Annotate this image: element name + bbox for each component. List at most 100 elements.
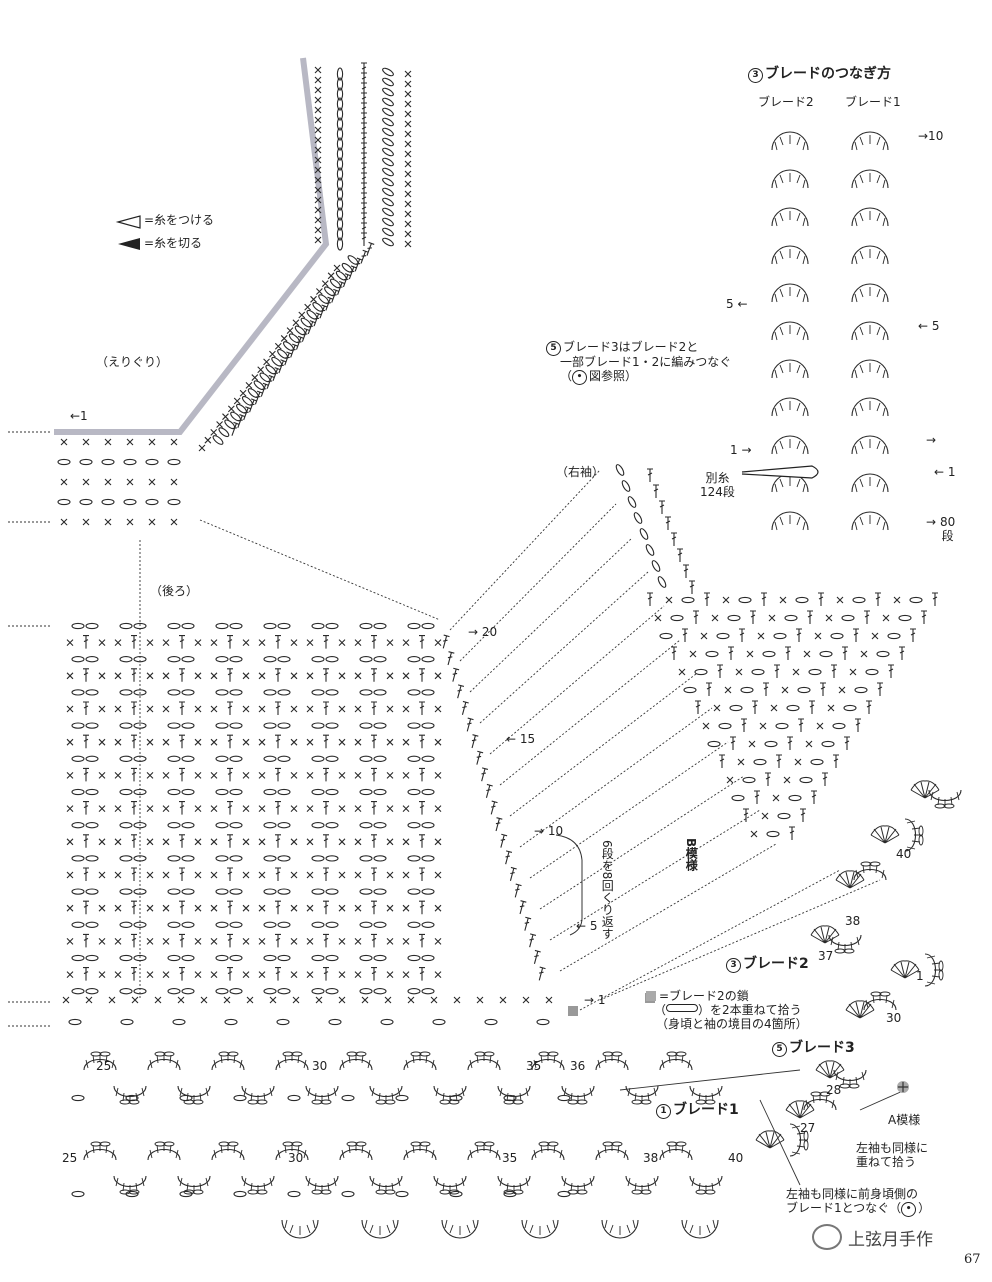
single-crochet — [404, 240, 412, 248]
chain-stitch — [85, 656, 99, 663]
braid2-fan — [771, 435, 809, 455]
sleeve-stitch — [808, 668, 822, 676]
chain-stitch — [277, 755, 291, 762]
single-crochet — [162, 771, 170, 779]
chain-stitch — [71, 1094, 85, 1102]
chain-stitch — [325, 788, 339, 796]
sleeve-stitch — [750, 830, 758, 838]
chain-stitch — [421, 954, 435, 962]
chain-stitch — [421, 822, 435, 829]
braid-motif — [467, 1141, 501, 1161]
chain-stitch — [275, 347, 290, 361]
sleeve-stitch — [716, 632, 730, 640]
single-crochet — [66, 639, 74, 647]
double-crochet — [274, 967, 282, 982]
foundation-sc — [522, 996, 530, 1004]
chain-stitch — [215, 888, 229, 895]
single-crochet — [404, 80, 412, 88]
chain-stitch — [71, 988, 85, 995]
single-crochet — [290, 771, 298, 779]
single-crochet — [233, 397, 241, 405]
chain-stitch — [263, 622, 277, 630]
sleeve-stitch — [786, 736, 794, 751]
single-crochet — [242, 705, 250, 713]
edge-stitch — [463, 717, 475, 733]
single-crochet — [146, 904, 154, 912]
braid-motif — [339, 1141, 373, 1161]
chain-stitch — [229, 689, 243, 696]
chain-stitch — [359, 921, 373, 928]
chain-stitch — [145, 458, 159, 466]
double-crochet — [418, 767, 426, 782]
dotted-guide — [449, 469, 601, 631]
single-crochet — [290, 805, 298, 813]
double-crochet — [274, 834, 282, 849]
single-crochet — [402, 904, 410, 912]
double-crochet — [370, 933, 378, 948]
chain-stitch — [305, 308, 319, 322]
single-crochet — [315, 287, 323, 296]
double-crochet — [322, 668, 330, 683]
single-crochet — [404, 230, 412, 238]
edge-stitch — [487, 800, 499, 816]
single-crochet — [386, 805, 394, 813]
single-crochet — [210, 672, 218, 680]
foundation-sc — [154, 996, 162, 1004]
chain-stitch — [167, 888, 181, 895]
foundation-sc — [177, 996, 185, 1004]
double-crochet — [418, 867, 426, 882]
chain-stitch — [71, 656, 85, 663]
chain-stitch — [373, 855, 387, 862]
double-crochet — [274, 635, 282, 650]
chain-stitch — [119, 954, 133, 962]
chain-stitch — [656, 574, 668, 590]
double-crochet — [226, 900, 234, 915]
edge-stitch — [497, 833, 508, 849]
single-crochet — [242, 738, 250, 746]
double-crochet — [274, 668, 282, 683]
single-crochet — [210, 838, 218, 846]
single-crochet — [404, 210, 412, 218]
chain-stitch — [277, 689, 291, 696]
single-crochet — [386, 971, 394, 979]
motif-number: 35 — [526, 1059, 542, 1073]
chain-stitch — [71, 788, 85, 796]
chain-stitch — [229, 755, 243, 762]
double-crochet — [322, 801, 330, 816]
chain-stitch — [228, 410, 243, 423]
single-crochet — [242, 971, 250, 979]
chain-stitch — [359, 855, 373, 862]
leader-line — [759, 1099, 801, 1186]
single-crochet — [114, 871, 122, 879]
chain-stitch — [263, 888, 277, 895]
single-crochet — [274, 342, 282, 350]
sleeve-stitch — [805, 740, 813, 748]
double-crochet — [418, 967, 426, 982]
chain-stitch — [421, 656, 435, 663]
sleeve-stitch — [779, 596, 787, 604]
chain-stitch — [217, 425, 231, 439]
chain-stitch — [311, 988, 325, 995]
single-crochet — [66, 904, 74, 912]
chain-stitch — [71, 755, 85, 762]
single-crochet — [194, 672, 202, 680]
braid-motif — [305, 1085, 339, 1105]
double-crochet — [418, 734, 426, 749]
back-label: （後ろ） — [150, 584, 199, 598]
sleeve-stitch — [689, 650, 697, 658]
single-crochet — [402, 639, 410, 647]
sleeve-stitch — [729, 704, 743, 712]
single-crochet — [66, 738, 74, 746]
chain-stitch — [311, 755, 325, 762]
chain-stitch — [311, 822, 325, 829]
single-crochet — [98, 672, 106, 680]
foundation-sc — [131, 996, 139, 1004]
single-crochet — [114, 771, 122, 779]
chain-stitch — [277, 622, 291, 630]
braid-fan — [845, 1000, 875, 1019]
single-crochet — [314, 236, 322, 244]
double-crochet — [178, 867, 186, 882]
chain-stitch — [167, 954, 181, 962]
